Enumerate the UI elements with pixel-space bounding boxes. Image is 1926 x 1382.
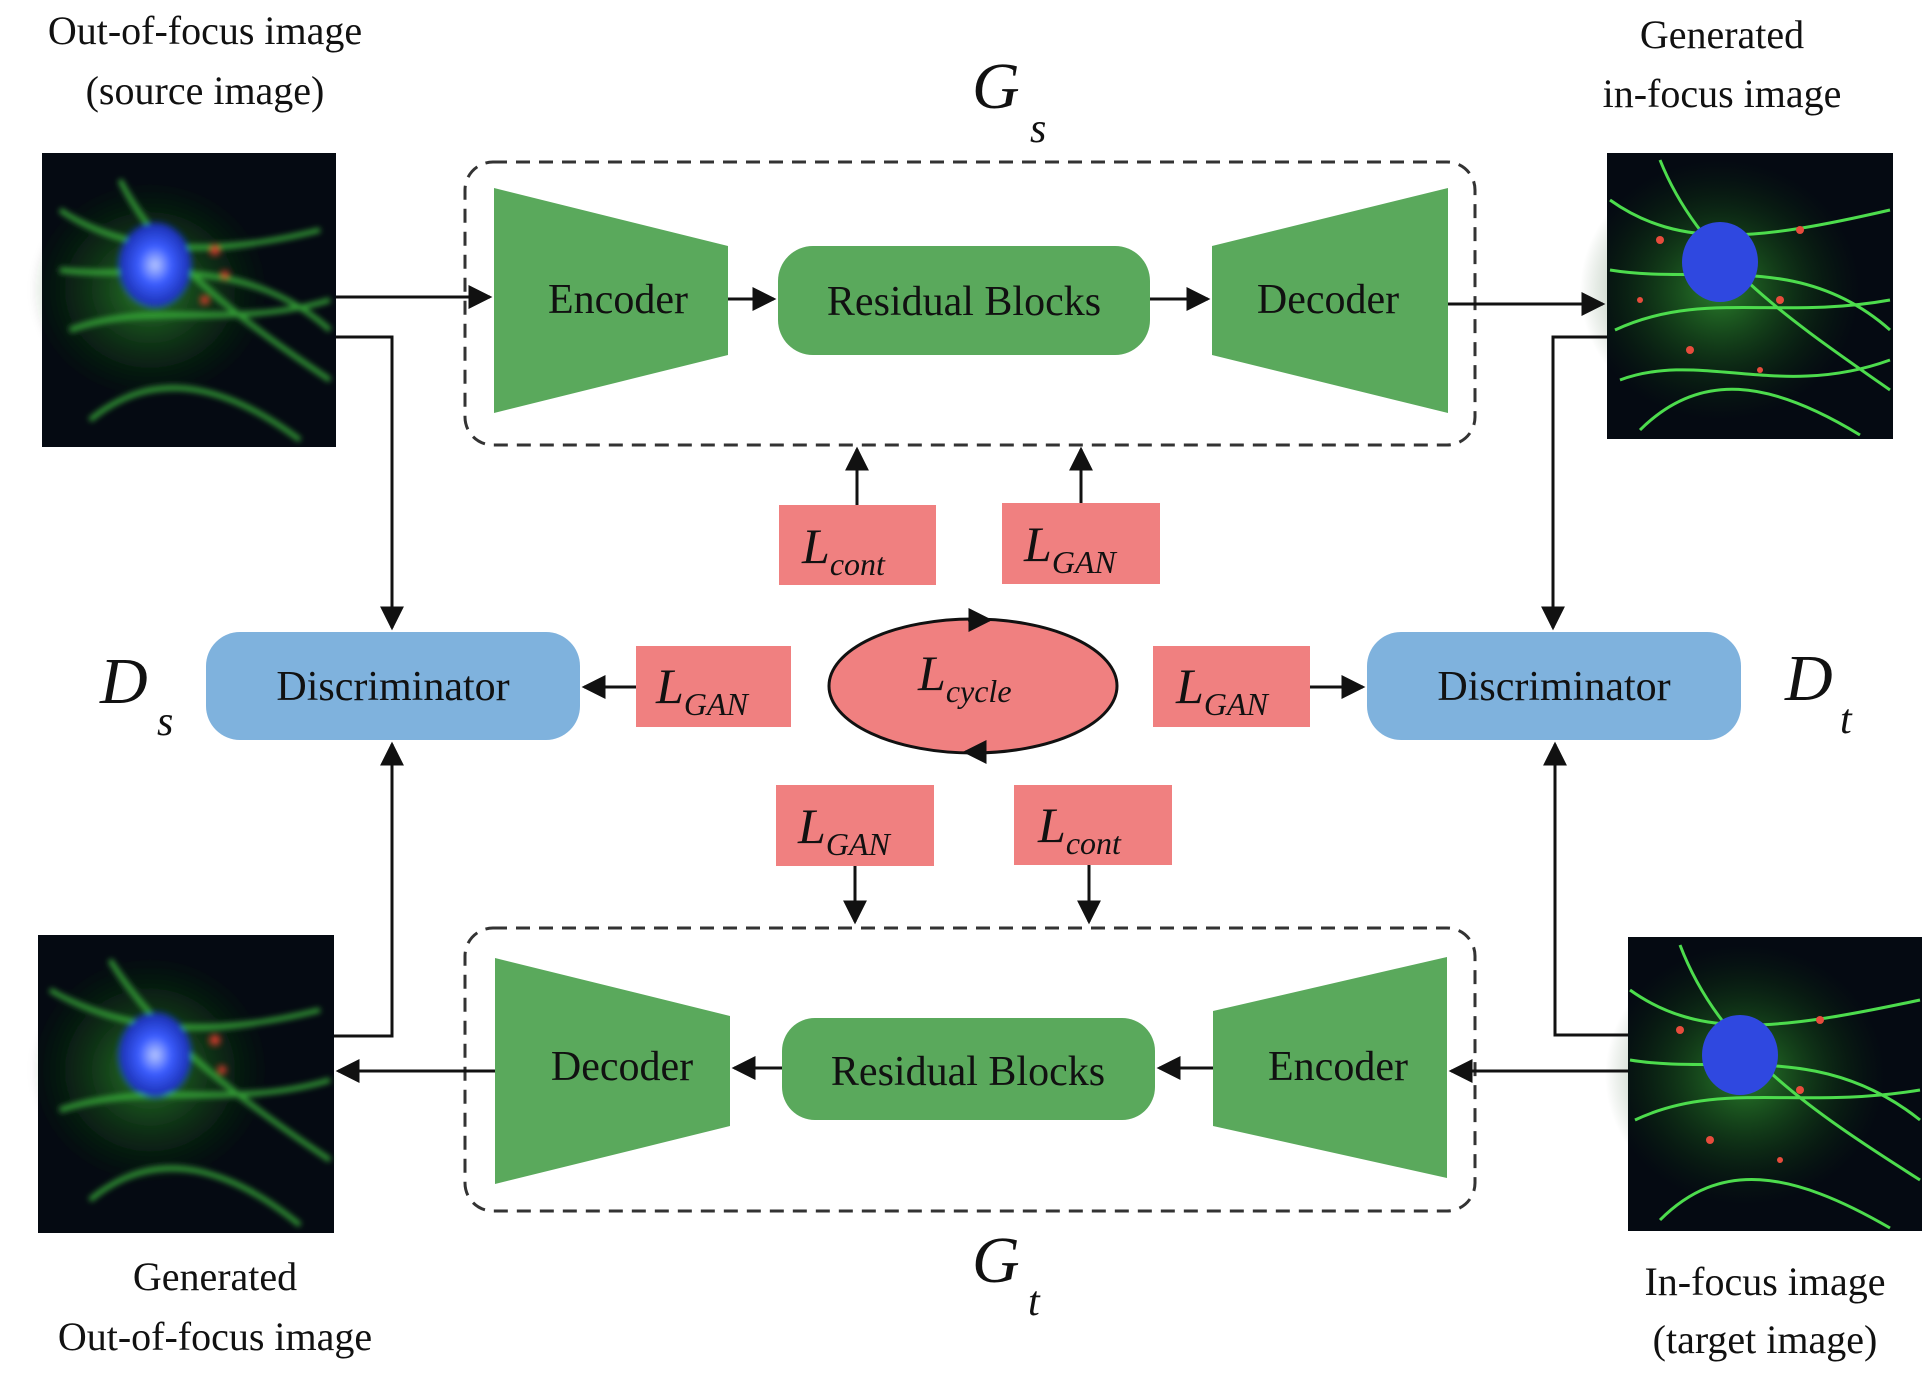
- source-caption-line2: (source image): [86, 68, 325, 113]
- ds-label: Discriminator: [276, 664, 509, 710]
- loss-bottom-gan-main: L: [797, 798, 826, 854]
- gs-decoder-label: Decoder: [1257, 277, 1399, 323]
- gs-decoder-shape: [1212, 188, 1448, 413]
- gen-out-of-focus-caption-line2: Out-of-focus image: [58, 1314, 372, 1359]
- target-caption-line2: (target image): [1653, 1317, 1878, 1362]
- gt-symbol-main: G: [972, 1224, 1020, 1297]
- loss-right-gan-sub: GAN: [1204, 686, 1270, 722]
- target-caption-line1: In-focus image: [1644, 1259, 1885, 1304]
- loss-top-cont-main: L: [801, 518, 830, 574]
- gt-residual-shape: [782, 1018, 1155, 1120]
- svg-text:Lcont: Lcont: [1037, 797, 1122, 861]
- svg-text:LGAN: LGAN: [797, 798, 891, 862]
- discriminator-ds: Discriminator D s: [99, 632, 580, 745]
- gt-symbol-sub: t: [1028, 1279, 1041, 1325]
- connectors: [334, 285, 1628, 1083]
- loss-top-gan: LGAN: [1002, 503, 1160, 584]
- dt-symbol-sub: t: [1840, 697, 1853, 743]
- loss-top-cont: Lcont: [779, 505, 936, 585]
- loss-cycle: Lcycle: [827, 608, 1119, 764]
- discriminator-dt: Discriminator D t: [1367, 632, 1853, 743]
- gt-encoder-label: Encoder: [1268, 1044, 1408, 1090]
- arrow-gen-out-of-focus-to-ds: [334, 741, 404, 1038]
- loss-bottom-cont-sub: cont: [1066, 825, 1122, 861]
- generated-in-focus-image: [1580, 153, 1893, 439]
- loss-left-gan: LGAN: [636, 646, 791, 727]
- loss-cycle-main: L: [917, 645, 946, 701]
- loss-top-gan-sub: GAN: [1052, 544, 1118, 580]
- gen-out-of-focus-caption-line1: Generated: [133, 1254, 297, 1299]
- gs-encoder-shape: [494, 188, 728, 413]
- generated-out-of-focus-image: [30, 935, 334, 1233]
- arrow-target-to-dt: [1543, 741, 1628, 1037]
- source-image: [30, 153, 336, 447]
- generator-gs: Encoder Residual Blocks Decoder: [463, 160, 1477, 447]
- ds-symbol-main: D: [99, 645, 148, 718]
- loss-top-cont-sub: cont: [830, 546, 886, 582]
- loss-bottom-cont-main: L: [1037, 797, 1066, 853]
- gs-residual-shape: [778, 246, 1150, 355]
- loss-bottom-gan: LGAN: [776, 785, 934, 866]
- svg-text:LGAN: LGAN: [655, 658, 749, 722]
- gt-symbol: G t: [972, 1224, 1041, 1325]
- dt-symbol-main: D: [1784, 642, 1833, 715]
- gs-symbol-main: G: [972, 50, 1020, 123]
- loss-right-gan-main: L: [1175, 658, 1204, 714]
- gs-symbol-sub: s: [1030, 106, 1046, 152]
- loss-bottom-gan-sub: GAN: [826, 826, 892, 862]
- gt-decoder-label: Decoder: [551, 1044, 693, 1090]
- source-caption-line1: Out-of-focus image: [48, 8, 362, 53]
- svg-text:LGAN: LGAN: [1023, 516, 1117, 580]
- loss-cycle-sub: cycle: [946, 673, 1012, 709]
- gt-encoder-shape: [1213, 957, 1447, 1178]
- target-image: [1605, 937, 1922, 1231]
- arrow-source-to-ds: [336, 335, 404, 631]
- svg-text:Lcycle: Lcycle: [917, 645, 1012, 709]
- gen-in-focus-caption-line2: in-focus image: [1603, 71, 1842, 116]
- arrow-gen-in-focus-to-dt: [1541, 335, 1607, 631]
- gs-residual-label: Residual Blocks: [827, 279, 1101, 325]
- loss-left-gan-main: L: [655, 658, 684, 714]
- loss-left-gan-sub: GAN: [684, 686, 750, 722]
- svg-text:Lcont: Lcont: [801, 518, 886, 582]
- dt-label: Discriminator: [1437, 664, 1670, 710]
- loss-bottom-cont: Lcont: [1014, 785, 1172, 865]
- gt-decoder-shape: [495, 958, 730, 1184]
- gs-symbol: G s: [972, 50, 1046, 152]
- ds-symbol-sub: s: [157, 699, 173, 745]
- svg-text:LGAN: LGAN: [1175, 658, 1269, 722]
- gen-in-focus-caption-line1: Generated: [1640, 12, 1804, 57]
- generator-gt: Decoder Residual Blocks Encoder: [463, 926, 1477, 1213]
- ds-box: [206, 632, 580, 740]
- loss-right-gan: LGAN: [1153, 646, 1310, 727]
- gt-residual-label: Residual Blocks: [831, 1049, 1105, 1095]
- dt-box: [1367, 632, 1741, 740]
- loss-top-gan-main: L: [1023, 516, 1052, 572]
- gs-encoder-label: Encoder: [548, 277, 688, 323]
